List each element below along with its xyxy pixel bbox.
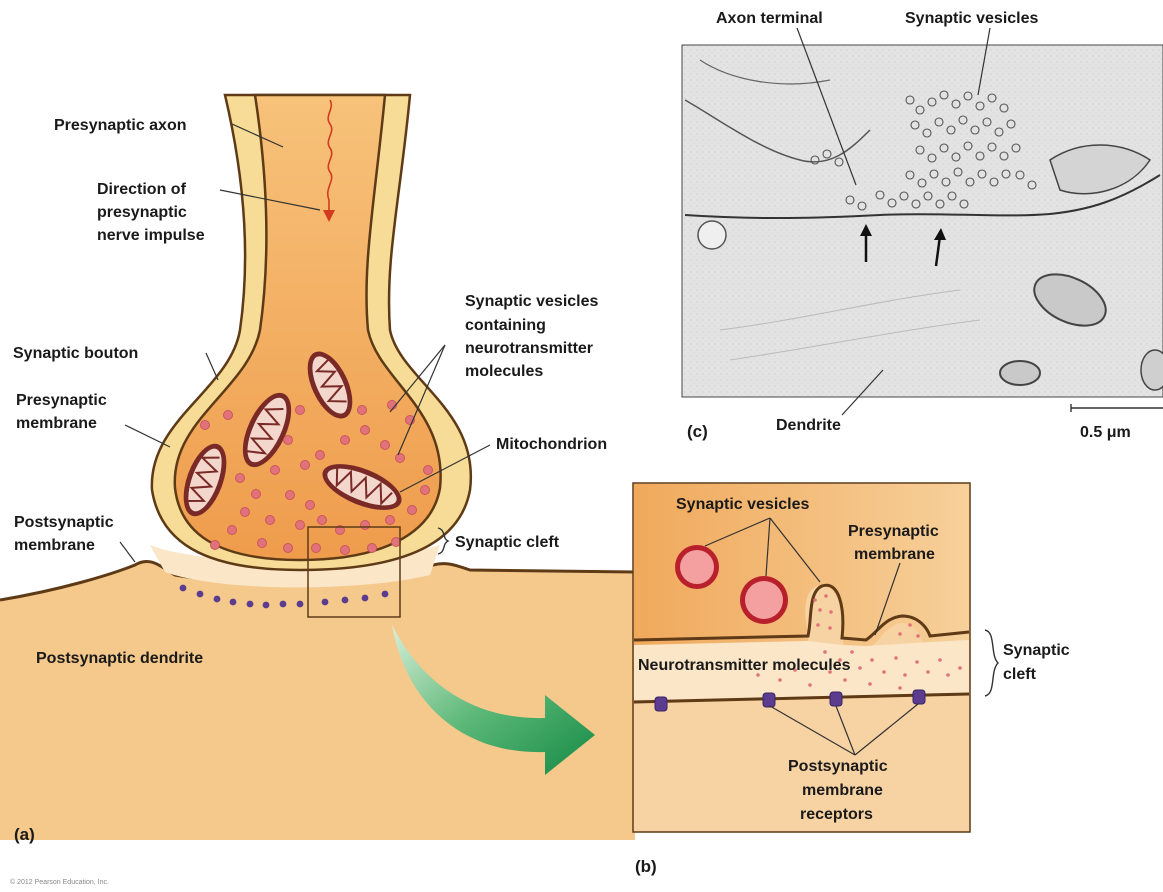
- label-direction-1: Direction of: [97, 181, 187, 198]
- label-b-cleft-1: Synaptic: [1003, 642, 1070, 659]
- label-vesicles-2: containing: [465, 317, 546, 334]
- label-synaptic-bouton: Synaptic bouton: [13, 345, 138, 362]
- label-postsynaptic-membrane-1: Postsynaptic: [14, 514, 114, 531]
- label-synaptic-cleft-a: Synaptic cleft: [455, 534, 560, 551]
- label-b-neurotransmitter: Neurotransmitter molecules: [638, 657, 851, 674]
- label-c-axon-terminal: Axon terminal: [716, 10, 823, 27]
- label-b-receptors-1: Postsynaptic: [788, 758, 888, 775]
- copyright: © 2012 Pearson Education, Inc.: [10, 878, 109, 886]
- label-mitochondrion: Mitochondrion: [496, 436, 607, 453]
- label-b-cleft-2: cleft: [1003, 666, 1037, 683]
- scale-bar: [1071, 404, 1163, 412]
- label-postsynaptic-dendrite: Postsynaptic dendrite: [36, 650, 203, 667]
- label-b-presynaptic-2: membrane: [854, 546, 935, 563]
- label-c-scale: 0.5 μm: [1080, 424, 1131, 441]
- label-vesicles-1: Synaptic vesicles: [465, 293, 599, 310]
- label-direction-3: nerve impulse: [97, 227, 205, 244]
- label-b-presynaptic-1: Presynaptic: [848, 523, 939, 540]
- label-vesicles-4: molecules: [465, 363, 543, 380]
- label-c-synaptic-vesicles: Synaptic vesicles: [905, 10, 1039, 27]
- label-presynaptic-membrane-1: Presynaptic: [16, 392, 107, 409]
- label-panel-b: (b): [635, 857, 657, 876]
- label-b-synaptic-vesicles: Synaptic vesicles: [676, 496, 810, 513]
- label-b-receptors-3: receptors: [800, 806, 873, 823]
- label-presynaptic-membrane-2: membrane: [16, 415, 97, 432]
- label-panel-c: (c): [687, 422, 708, 441]
- label-b-receptors-2: membrane: [802, 782, 883, 799]
- postsynaptic-dendrite-shape: [0, 561, 635, 840]
- label-vesicles-3: neurotransmitter: [465, 340, 593, 357]
- em-micrograph: [682, 28, 1163, 415]
- label-presynaptic-axon: Presynaptic axon: [54, 117, 187, 134]
- label-c-dendrite: Dendrite: [776, 417, 841, 434]
- label-panel-a: (a): [14, 825, 35, 844]
- label-postsynaptic-membrane-2: membrane: [14, 537, 95, 554]
- label-direction-2: presynaptic: [97, 204, 187, 221]
